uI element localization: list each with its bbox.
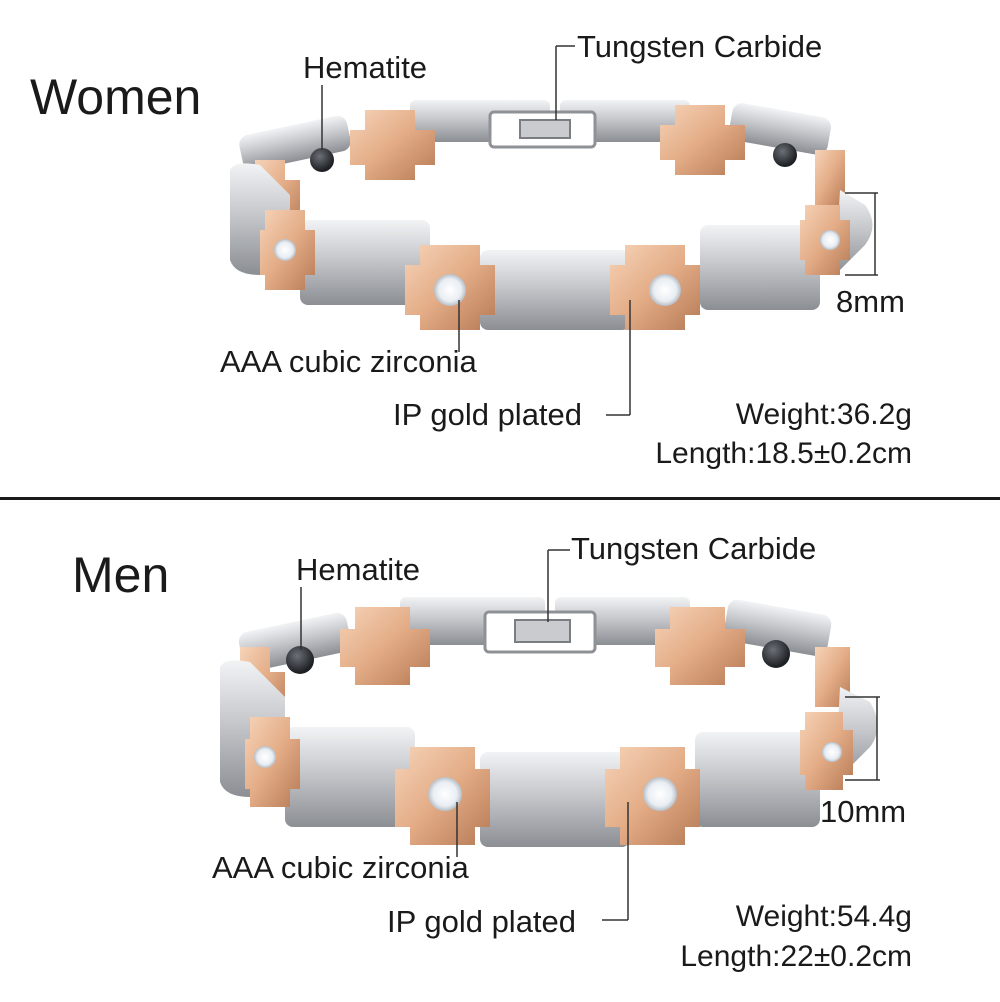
women-title: Women: [30, 69, 202, 125]
women-gold-link: [260, 210, 315, 290]
men-zirconia-stone: [428, 777, 462, 811]
women-zirconia-stone: [434, 274, 466, 306]
women-bracelet-front: [230, 163, 873, 330]
men-zirconia-label: AAA cubic zirconia: [212, 850, 469, 885]
men-hematite-stone: [286, 646, 314, 674]
women-clasp: [488, 110, 597, 149]
women-tungsten-label: Tungsten Carbide: [577, 29, 823, 64]
women-leader-lines: [321, 45, 878, 416]
men-weight: Weight:54.4g: [735, 900, 912, 933]
men-length: Length:22±0.2cm: [680, 940, 912, 973]
women-hematite-stone: [310, 148, 334, 172]
men-bracelet-image: [220, 549, 880, 921]
men-title: Men: [72, 547, 170, 603]
women-zirconia-label: AAA cubic zirconia: [220, 344, 477, 379]
women-gold-label: IP gold plated: [393, 397, 583, 432]
women-weight: Weight:36.2g: [735, 398, 912, 431]
men-bracelet-back: [238, 597, 850, 722]
men-leader-lines: [300, 549, 880, 921]
men-clasp: [483, 610, 597, 654]
men-hematite-label: Hematite: [296, 552, 421, 587]
section-divider: [0, 497, 1000, 500]
men-zirconia-link: [395, 747, 490, 845]
women-length: Length:18.5±0.2cm: [655, 437, 912, 470]
men-bracelet-front: [220, 660, 878, 847]
women-hematite-label: Hematite: [303, 50, 428, 85]
women-bracelet-image: [230, 45, 878, 416]
men-panel: Men Hematite Tungsten Carbide AAA cubic …: [0, 502, 1000, 1002]
women-width-label: 8mm: [836, 284, 905, 319]
men-width-label: 10mm: [820, 794, 907, 829]
women-panel: Women Hematite Tungsten Carbide AAA cubi…: [0, 0, 1000, 500]
men-gold-label: IP gold plated: [387, 904, 577, 939]
men-tungsten-label: Tungsten Carbide: [571, 531, 817, 566]
women-zirconia-link: [405, 245, 495, 330]
women-bracelet-back: [239, 100, 845, 230]
